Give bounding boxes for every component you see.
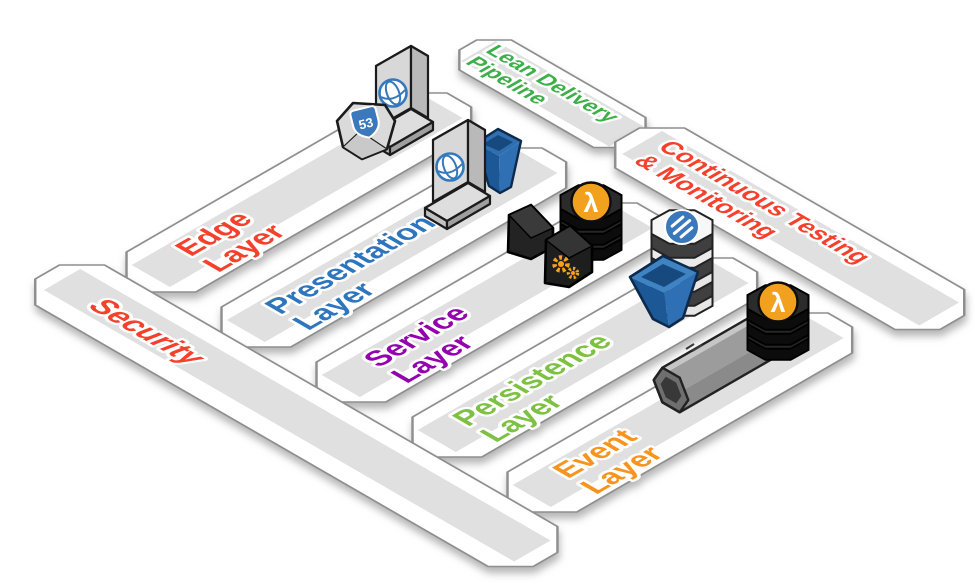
gears-wedge-icon: [543, 224, 594, 289]
ingest-funnel-icon: [628, 254, 700, 329]
lambda-glyph: λ: [583, 188, 598, 218]
globe-icon: [435, 152, 465, 182]
lambda-stack-icon: λ: [559, 181, 623, 261]
route53-badge: 53: [357, 114, 375, 132]
plank-stripe: [43, 269, 551, 562]
lambda-badge-circle: [570, 181, 612, 223]
cdn-globe-tower-icon: [423, 118, 492, 231]
plank-security: Security: [34, 264, 559, 568]
database-stack-icon: [650, 209, 714, 317]
container-wedge-icon: [506, 203, 555, 261]
lambda-badge-circle: [757, 281, 799, 323]
lambda-stack-icon: λ: [746, 281, 810, 361]
dns-shield-icon: 53: [335, 101, 397, 161]
coil-icon: [670, 215, 694, 239]
pipe-mark: [685, 343, 703, 352]
lambda-glyph: λ: [770, 288, 785, 318]
globe-icon: [378, 78, 408, 108]
gears-icon: [552, 255, 580, 280]
api-gateway-pyramid-icon: [474, 127, 523, 195]
plank-stripe: [622, 131, 960, 326]
plank-stripe: [461, 41, 644, 147]
